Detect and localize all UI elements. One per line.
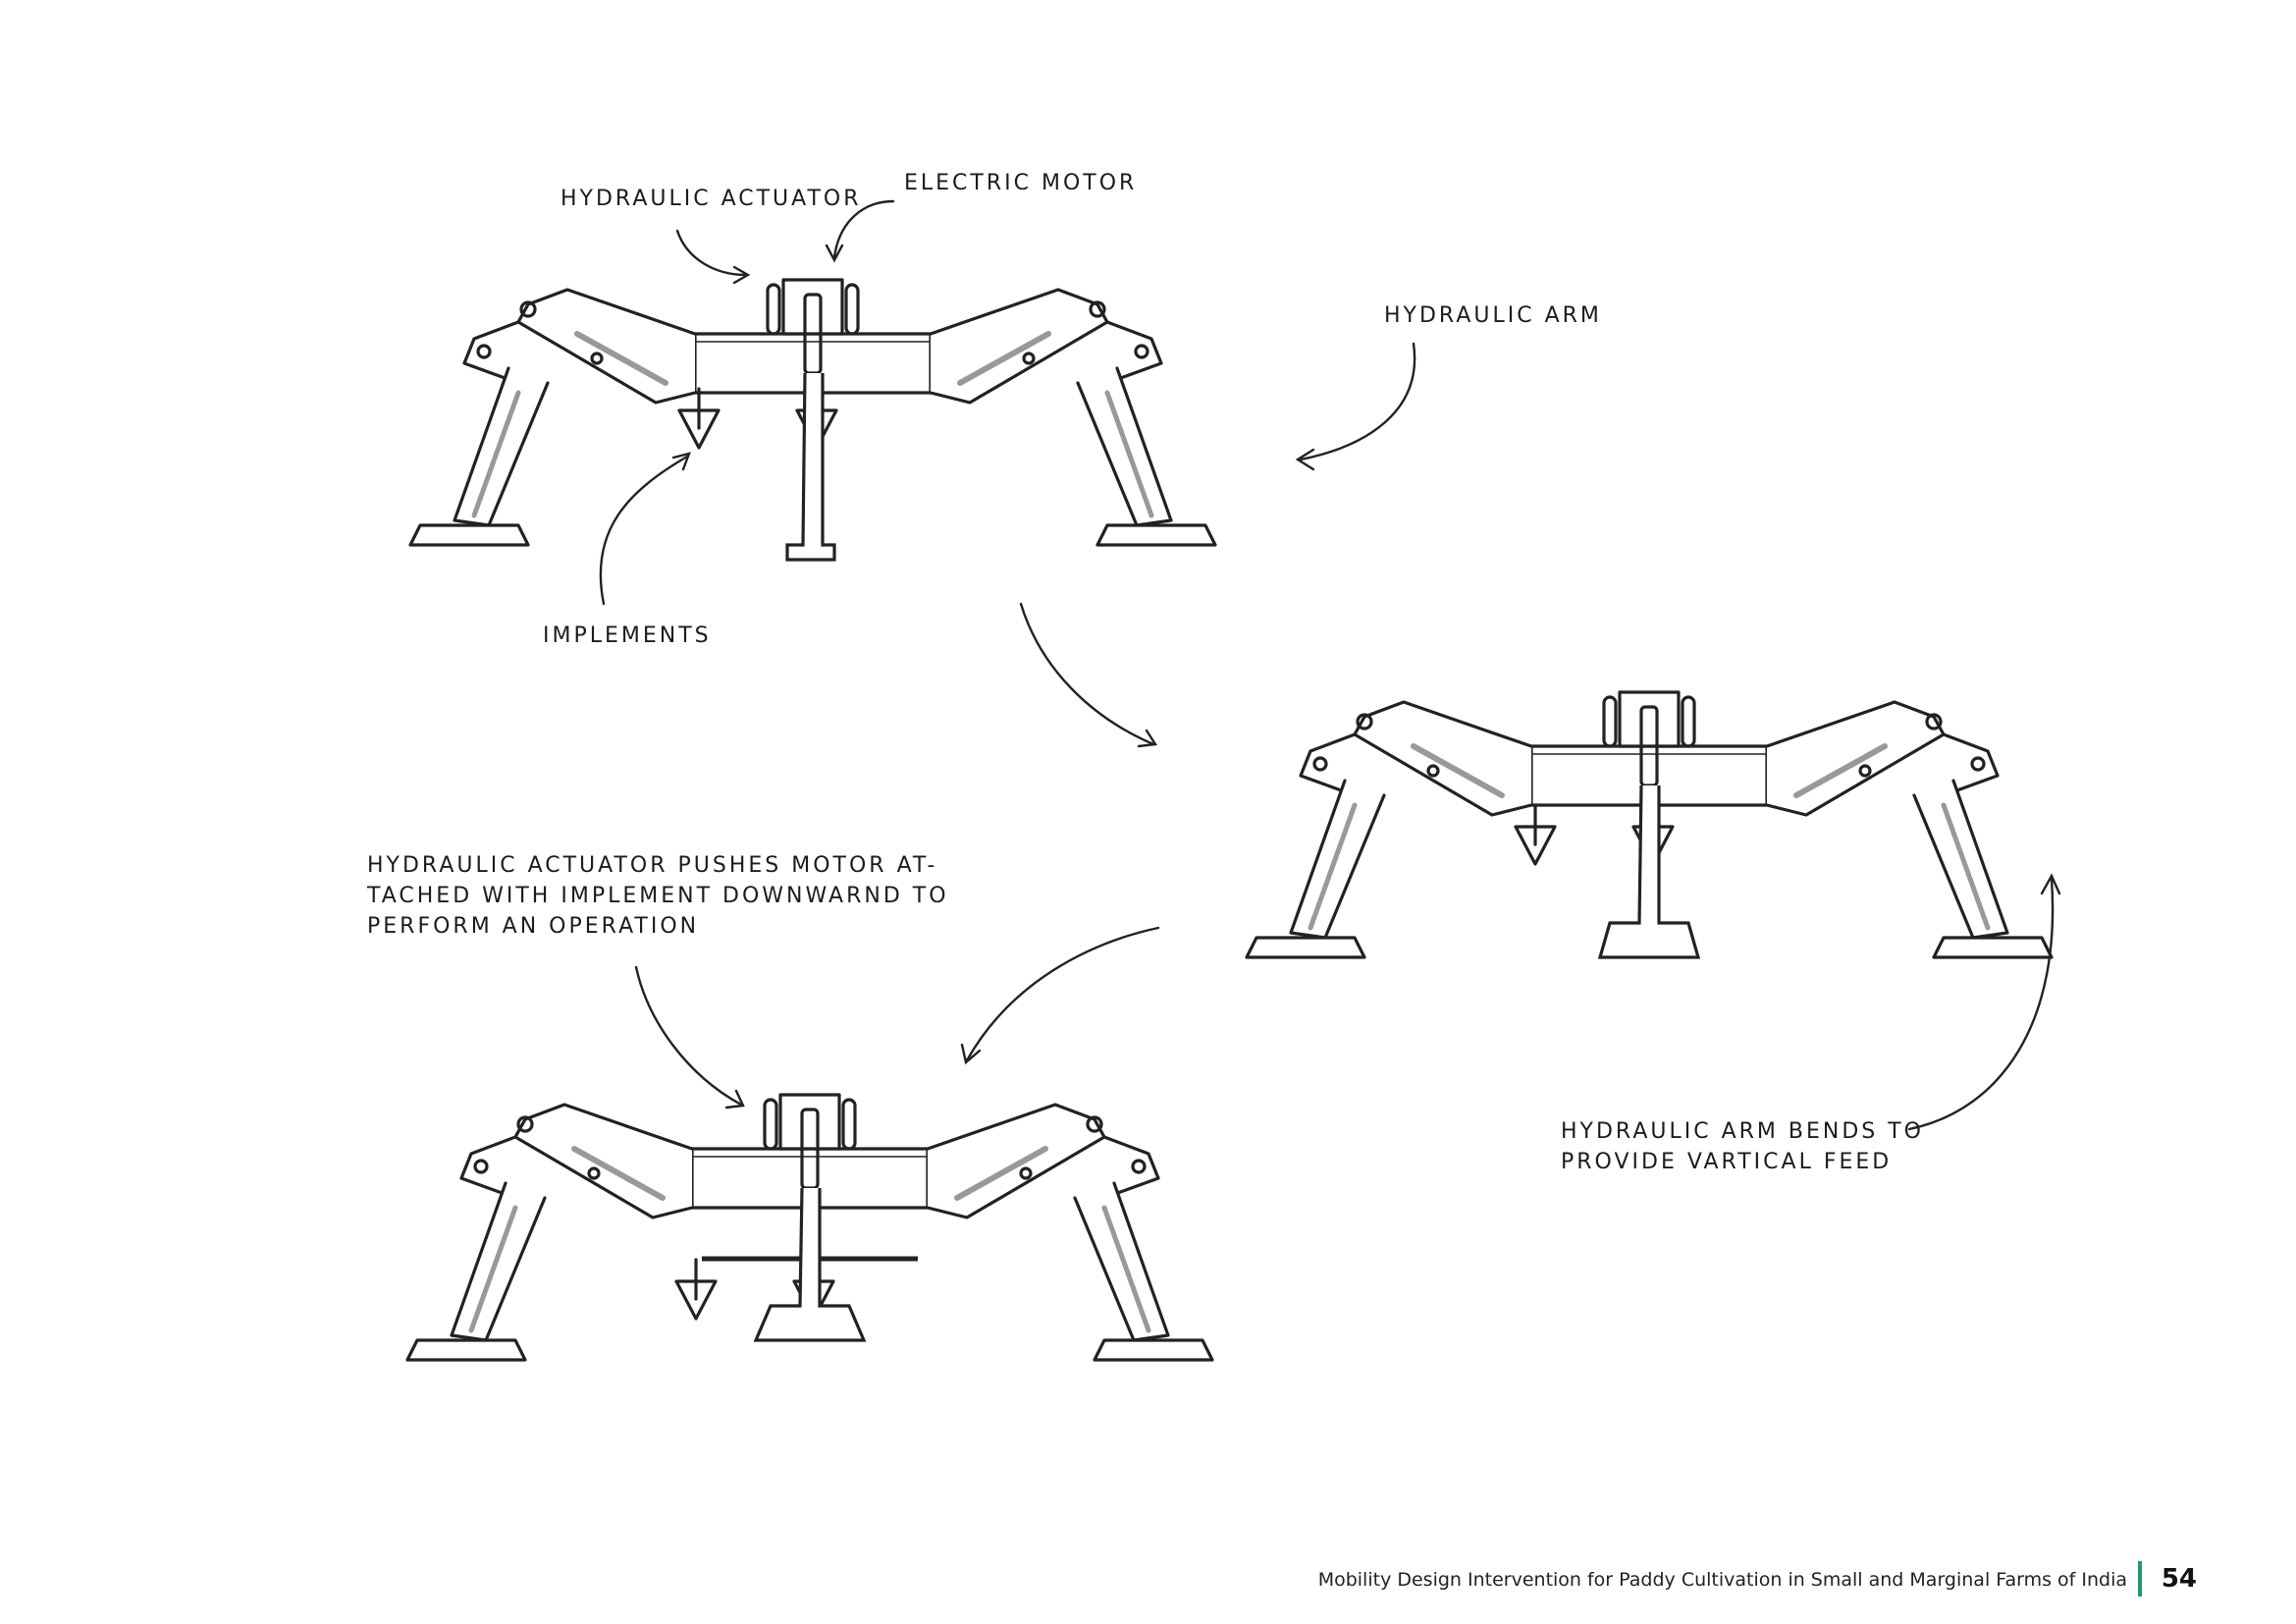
document-title: Mobility Design Intervention for Paddy C… (1317, 1569, 2127, 1591)
page-number: 54 (2161, 1564, 2197, 1594)
actuator-note-line-3: PERFORM AN OPERATION (367, 914, 700, 939)
label-implements: IMPLEMENTS (543, 623, 712, 648)
arm-note-line-2: PROVIDE VARTICAL FEED (1561, 1150, 1893, 1174)
machine-view-1 (410, 280, 1215, 562)
label-electric-motor: ELECTRIC MOTOR (904, 171, 1138, 195)
leader-arrows (599, 199, 2061, 1131)
label-actuator-note: HYDRAULIC ACTUATOR PUSHES MOTOR AT- TACH… (367, 850, 949, 942)
arm-note-line-1: HYDRAULIC ARM BENDS TO (1561, 1119, 1924, 1144)
label-hydraulic-arm: HYDRAULIC ARM (1384, 303, 1602, 328)
footer-accent-bar (2138, 1561, 2142, 1597)
label-arm-note: HYDRAULIC ARM BENDS TO PROVIDE VARTICAL … (1561, 1116, 1924, 1177)
machine-view-2 (1247, 692, 2052, 957)
actuator-note-line-1: HYDRAULIC ACTUATOR PUSHES MOTOR AT- (367, 853, 938, 878)
machine-view-3 (407, 1095, 1212, 1360)
actuator-note-line-2: TACHED WITH IMPLEMENT DOWNWARND TO (367, 884, 949, 908)
page-footer: Mobility Design Intervention for Paddy C… (1318, 1561, 2218, 1600)
label-hydraulic-actuator: HYDRAULIC ACTUATOR (561, 187, 862, 211)
